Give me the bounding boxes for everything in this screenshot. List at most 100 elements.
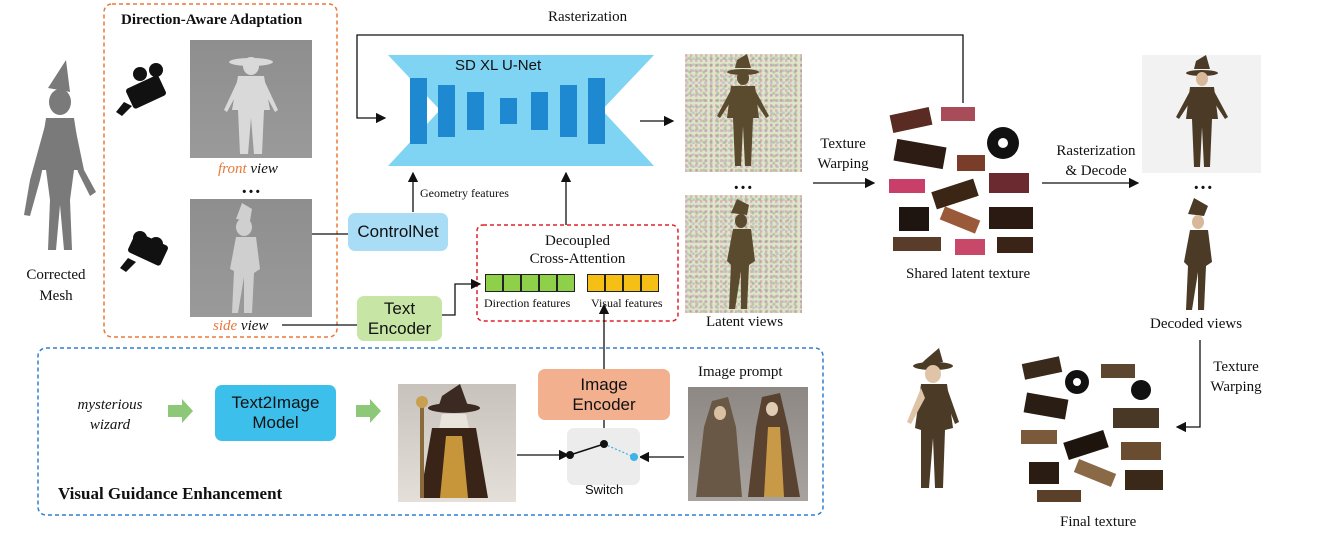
decoupled-title: Decoupled Cross-Attention xyxy=(477,232,678,268)
side-view-word: view xyxy=(237,318,269,334)
image-encoder-box: Image Encoder xyxy=(538,369,670,420)
side-view-label: side view xyxy=(213,318,268,335)
generated-wizard-figure xyxy=(416,384,488,498)
text-prompt-line1: mysterious xyxy=(77,397,143,413)
text-prompt-line2: wizard xyxy=(89,417,131,433)
image-encoder-line2: Encoder xyxy=(572,394,636,414)
visual-guidance-frame xyxy=(37,347,824,516)
rasterization-top-label: Rasterization xyxy=(548,9,628,25)
decoded-views-label: Decoded views xyxy=(1150,316,1243,332)
decoupled-line1: Decoupled xyxy=(545,233,610,249)
text-encoder-line2: Encoder xyxy=(367,318,432,338)
latent-figure-front xyxy=(717,54,769,166)
unet-bar-2 xyxy=(438,85,455,137)
unet-bar-3 xyxy=(467,92,484,130)
texture-warping-1-line1: Texture xyxy=(820,136,866,152)
switch-box xyxy=(567,428,640,485)
views-ellipsis: … xyxy=(241,176,261,198)
text2image-line2: Model xyxy=(252,413,299,432)
unet-bar-5 xyxy=(531,92,548,130)
corrected-mesh-line1: Corrected xyxy=(26,267,86,283)
corrected-mesh-line2: Mesh xyxy=(39,288,73,304)
unet-bar-4 xyxy=(500,98,517,124)
visual-feature-cell xyxy=(623,274,641,292)
final-render-wizard xyxy=(895,348,975,498)
texture-warping-2-line1: Texture xyxy=(1213,359,1259,375)
final-texture xyxy=(1017,350,1171,508)
direction-aware-frame xyxy=(103,3,338,338)
shared-latent-texture xyxy=(885,103,1042,260)
latent-ellipsis: … xyxy=(733,172,753,194)
camera-icon-front xyxy=(116,63,166,116)
unet-shape xyxy=(388,55,654,166)
latent-view-side xyxy=(685,195,802,313)
direction-feature-cell xyxy=(539,274,557,292)
front-depth-view xyxy=(190,40,312,158)
front-silhouette xyxy=(224,57,278,154)
geometry-features-label: Geometry features xyxy=(420,186,509,200)
raster-decode-label: Rasterization & Decode xyxy=(1043,141,1149,181)
side-silhouette xyxy=(230,203,260,313)
front-view-label: front view xyxy=(218,161,278,178)
latent-view-front xyxy=(685,54,802,172)
direction-feature-cell xyxy=(485,274,503,292)
direction-feature-cell xyxy=(503,274,521,292)
front-view-word: view xyxy=(246,161,278,177)
camera-icon-side xyxy=(120,231,168,272)
texture-warping-1: Texture Warping xyxy=(808,134,878,174)
green-arrow-1 xyxy=(168,399,193,423)
side-word: side xyxy=(213,318,238,334)
final-render-figure xyxy=(907,348,959,488)
direction-feature-cell xyxy=(557,274,575,292)
decoded-ellipsis: … xyxy=(1193,172,1213,194)
generated-wizard-image xyxy=(398,384,516,502)
unet-bar-6 xyxy=(560,85,577,137)
decoded-view-front xyxy=(1142,55,1261,173)
texture-warping-1-line2: Warping xyxy=(817,156,869,172)
visual-features-label: Visual features xyxy=(591,296,663,310)
image-prompt-image xyxy=(688,387,808,501)
direction-features-label: Direction features xyxy=(484,296,571,310)
text2image-line1: Text2Image xyxy=(231,393,320,412)
decoupled-frame xyxy=(476,224,679,322)
corrected-mesh-label: Corrected Mesh xyxy=(18,265,94,307)
text-encoder-line1: Text xyxy=(383,298,416,318)
visual-guidance-title: Visual Guidance Enhancement xyxy=(58,484,283,503)
text-encoder-box: Text Encoder xyxy=(357,296,442,341)
direction-aware-title: Direction-Aware Adaptation xyxy=(121,12,303,28)
texture-warping-2-line2: Warping xyxy=(1210,379,1262,395)
texture-warping-2: Texture Warping xyxy=(1200,357,1272,397)
latent-figure-side xyxy=(727,199,755,309)
raster-decode-line1: Rasterization xyxy=(1056,143,1136,159)
green-arrow-2 xyxy=(356,399,381,423)
final-texture-label: Final texture xyxy=(1060,514,1137,530)
decoded-view-side xyxy=(1142,196,1261,314)
unet-bar-7 xyxy=(588,78,605,144)
raster-decode-line2: & Decode xyxy=(1065,163,1127,179)
shared-latent-label: Shared latent texture xyxy=(906,266,1031,282)
decoded-figure-front xyxy=(1176,55,1228,167)
front-word: front xyxy=(218,161,247,177)
image-prompt-label: Image prompt xyxy=(698,364,783,380)
switch-dot xyxy=(630,453,638,461)
visual-feature-cell xyxy=(587,274,605,292)
decoupled-line2: Cross-Attention xyxy=(529,251,626,267)
unet-bar-1 xyxy=(410,78,427,144)
visual-feature-cell xyxy=(641,274,659,292)
side-depth-view xyxy=(190,199,312,317)
switch-label: Switch xyxy=(585,482,624,497)
latent-views-label: Latent views xyxy=(706,314,784,330)
shared-latent-texture-art xyxy=(889,107,1033,255)
direction-feature-cell xyxy=(521,274,539,292)
controlnet-box: ControlNet xyxy=(348,213,448,251)
text-prompt: mysterious wizard xyxy=(70,395,150,435)
text2image-box: Text2Image Model xyxy=(215,385,336,441)
decoded-figure-side xyxy=(1184,198,1212,310)
image-encoder-line1: Image xyxy=(580,374,628,394)
visual-feature-cell xyxy=(605,274,623,292)
corrected-mesh-figure xyxy=(24,60,96,250)
unet-label: SD XL U-Net xyxy=(455,57,542,74)
image-prompt-figures xyxy=(696,393,800,497)
final-texture-art xyxy=(1021,356,1163,502)
